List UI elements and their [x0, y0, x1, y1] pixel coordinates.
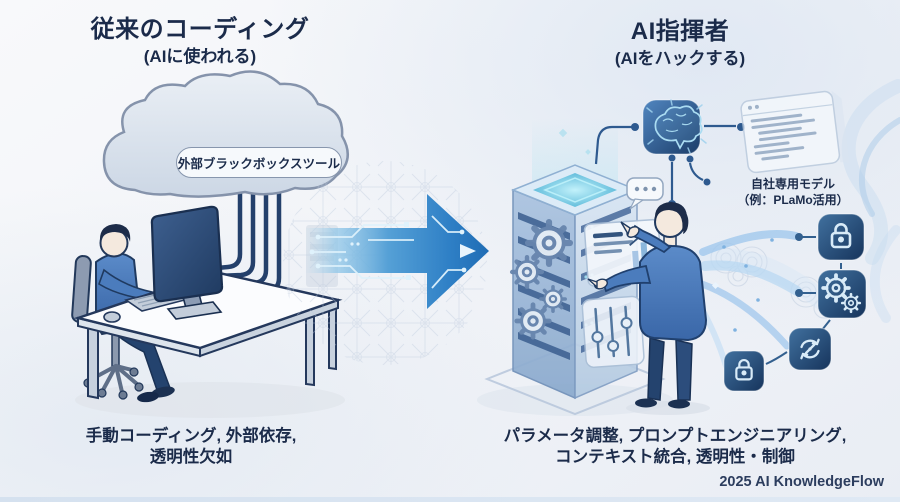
left-title-block: 従来のコーディング (AIに使われる)	[50, 16, 350, 67]
model-label-block: 自社専用モデル （例：PLaMo活用）	[717, 176, 869, 208]
node-connectors	[594, 124, 736, 200]
right-caption: パラメータ調整, プロンプトエンジニアリング, コンテキスト統合, 透明性・制御	[480, 426, 870, 468]
code-window-icon	[740, 90, 850, 174]
right-caption-line2: コンテキスト統合, 透明性・制御	[555, 448, 795, 467]
sparkles	[711, 238, 774, 332]
lock-icon	[817, 213, 865, 261]
left-caption-line1: 手動コーディング, 外部依存,	[85, 427, 297, 445]
server-tower-illustration	[512, 164, 663, 400]
cloud-label-pill: 外部ブラックボックスツール	[176, 147, 342, 178]
ai-conductor-scene	[477, 79, 900, 416]
gears-icon	[817, 269, 867, 319]
model-label-line2: （例：PLaMo活用）	[737, 193, 849, 208]
lock-icon	[723, 350, 765, 392]
monitor	[150, 205, 224, 320]
model-label-line1: 自社専用モデル	[750, 177, 835, 191]
glowing-top	[533, 173, 617, 207]
desk-shadow	[75, 382, 345, 418]
footer-credit: 2025 AI KnowledgeFlow	[719, 474, 884, 490]
brain-radiating-ticks	[646, 99, 707, 154]
left-subtitle: (AIに使われる)	[143, 46, 257, 66]
traditional-coding-scene	[71, 70, 349, 418]
circuit-nodes	[309, 222, 467, 280]
circuit-traces	[312, 215, 464, 289]
right-subtitle: (AIをハックする)	[614, 48, 746, 68]
sync-icon	[788, 327, 832, 371]
flow-swoosh-right-edge	[841, 79, 900, 323]
mouse	[103, 311, 121, 323]
ai-brain-icon	[642, 99, 707, 155]
cloud-label: 外部ブラックボックスツール	[177, 157, 341, 171]
transformation-arrow-icon	[283, 161, 489, 365]
left-title: 従来のコーディング	[90, 16, 310, 43]
right-title: AI指揮者	[630, 18, 730, 45]
left-caption-line2: 透明性欠如	[149, 448, 233, 467]
left-caption: 手動コーディング, 外部依存, 透明性欠如	[36, 426, 346, 468]
right-caption-line1: パラメータ調整, プロンプトエンジニアリング,	[503, 427, 847, 445]
icon-chain-links	[765, 236, 842, 365]
bottom-accent-strip	[0, 497, 900, 502]
right-title-block: AI指揮者 (AIをハックする)	[520, 18, 840, 69]
standing-conductor	[587, 202, 710, 415]
slider-panel	[581, 295, 645, 369]
speech-bubble-icon	[626, 177, 664, 210]
